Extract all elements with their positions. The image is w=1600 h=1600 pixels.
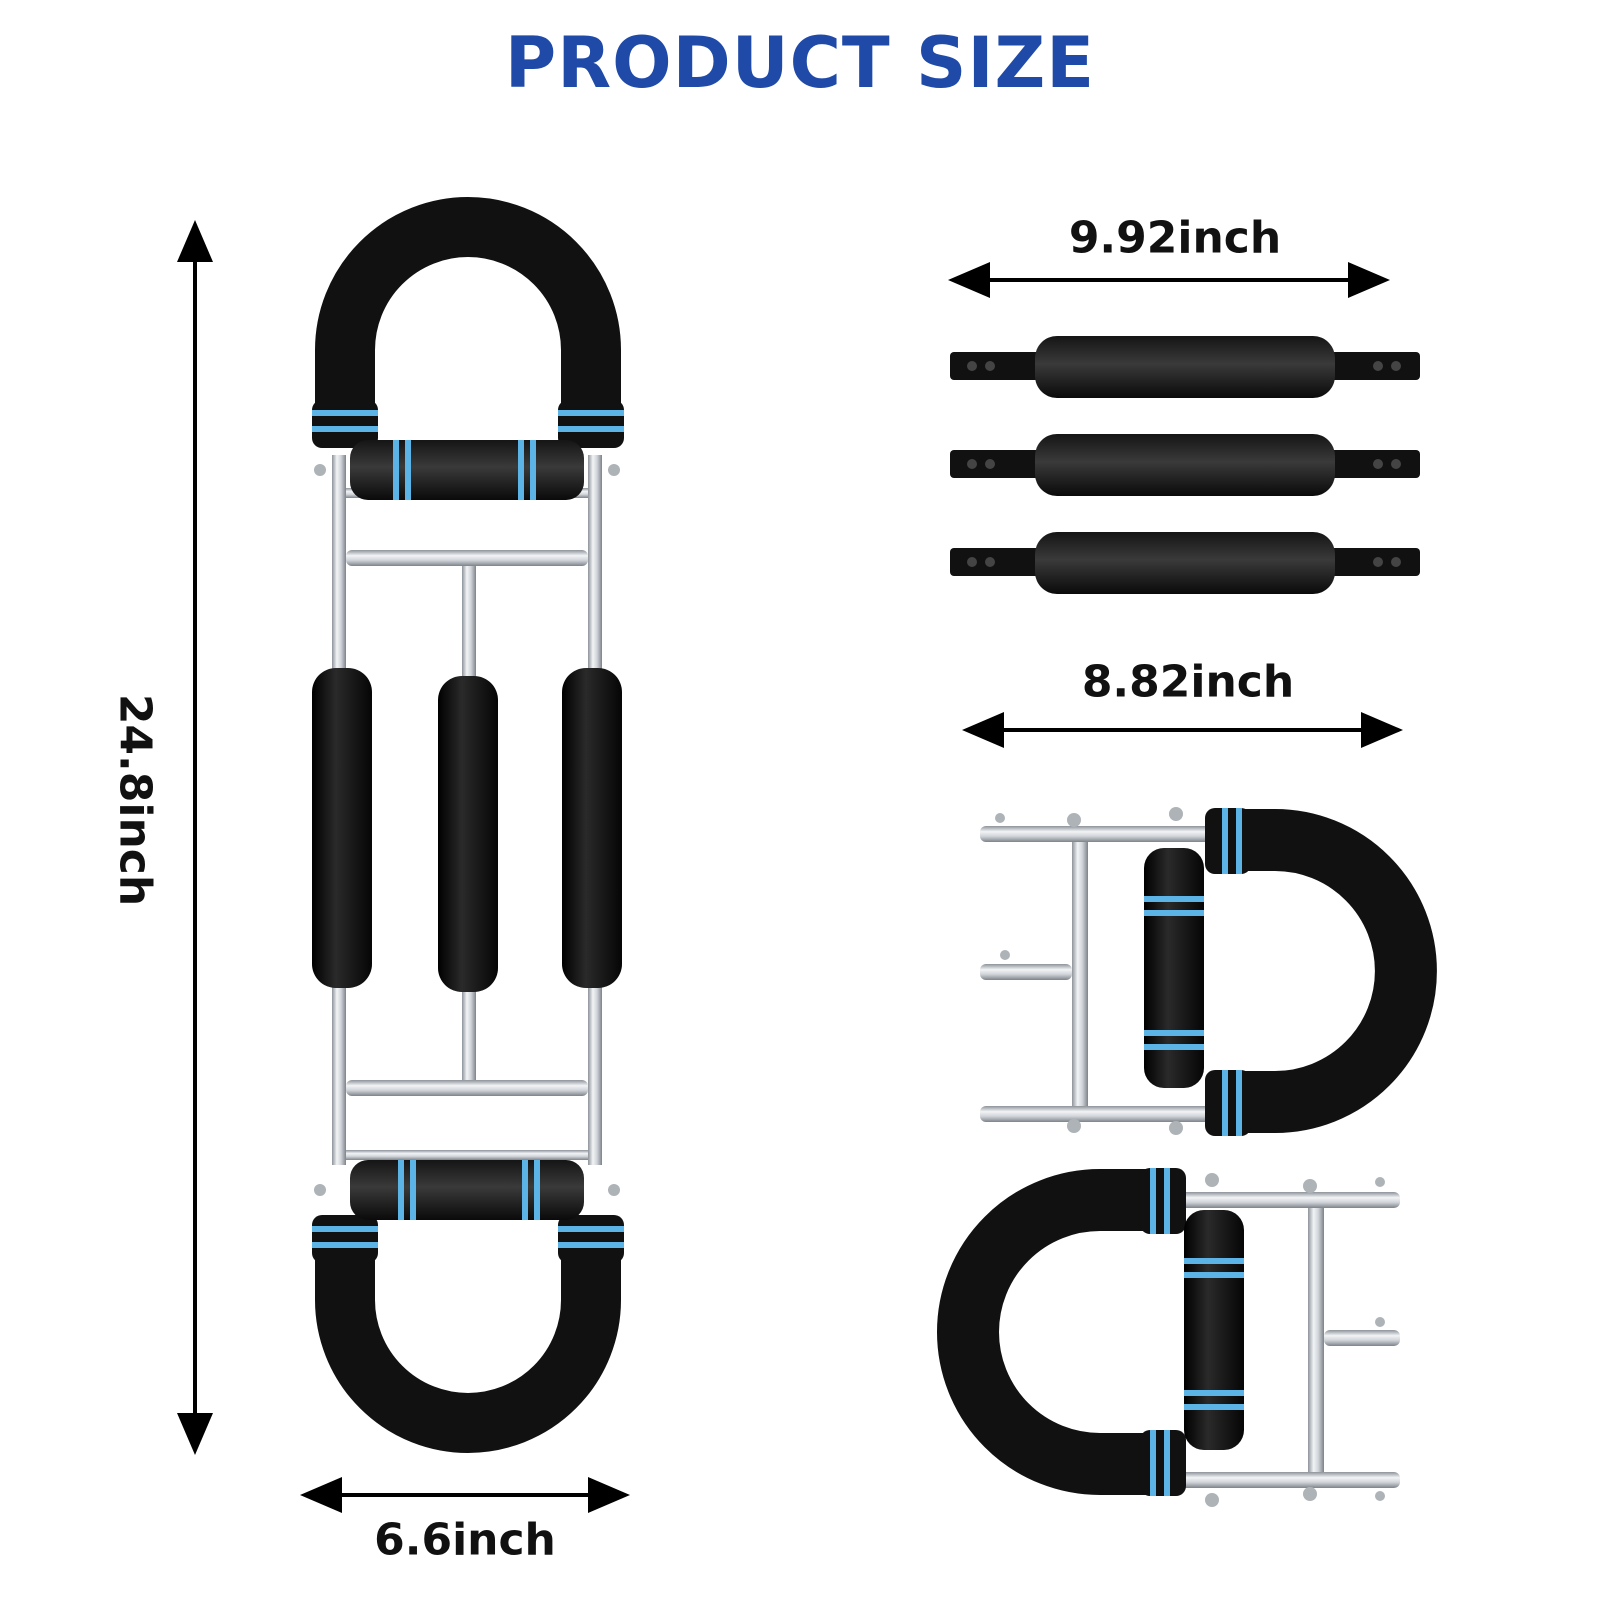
height-dimension-arrow: [177, 220, 213, 1455]
handle-piece-right: [980, 807, 1437, 1136]
bar-length-dimension-arrow: [948, 262, 1390, 298]
width-dimension-arrow: [300, 1477, 630, 1513]
handle-width-dimension-label: 8.82inch: [1081, 656, 1295, 708]
spring-bar-2: [950, 434, 1420, 496]
handle-width-dimension-arrow: [962, 712, 1403, 748]
width-dimension-label: 6.6inch: [374, 1514, 556, 1566]
handle-piece-left: [937, 1168, 1400, 1507]
page-title: PRODUCT SIZE: [504, 22, 1096, 104]
spring-bar-1: [950, 336, 1420, 398]
spring-bar-set: [950, 336, 1420, 594]
bar-length-dimension-label: 9.92inch: [1068, 212, 1282, 264]
spring-bar-3: [950, 532, 1420, 594]
assembled-arm-trainer: [312, 197, 624, 1453]
height-dimension-label: 24.8inch: [109, 693, 161, 907]
